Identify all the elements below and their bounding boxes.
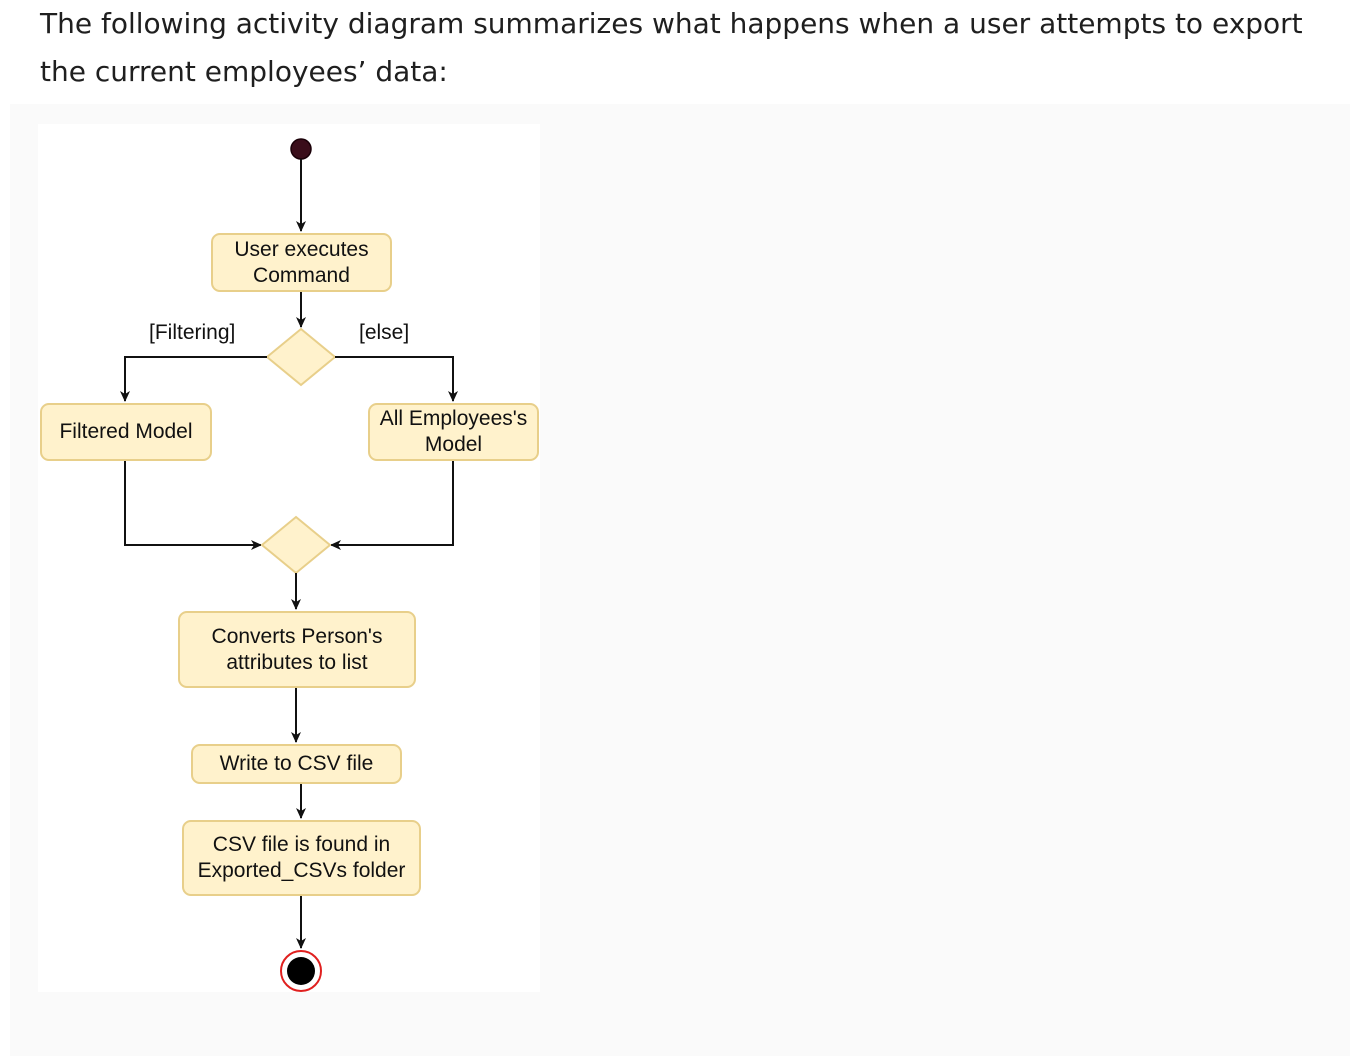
end-node-core — [287, 957, 315, 985]
node-user-executes-command: User executes Command — [211, 233, 392, 292]
merge-node — [260, 515, 332, 575]
start-node — [290, 138, 312, 160]
guard-else: [else] — [359, 321, 410, 344]
guard-filtering: [Filtering] — [149, 321, 236, 344]
node-all-employees-model: All Employees's Model — [368, 403, 539, 461]
node-converts-attributes: Converts Person's attributes to list — [178, 611, 416, 688]
node-filtered-model: Filtered Model — [40, 403, 212, 461]
decision-node — [265, 327, 337, 387]
intro-paragraph: The following activity diagram summarize… — [40, 7, 1303, 88]
edge-decision-to-filtered — [120, 356, 267, 402]
node-write-csv: Write to CSV file — [191, 744, 402, 784]
edge-decision-to-all-employees — [335, 356, 458, 402]
edge-all-employees-to-merge — [330, 461, 454, 550]
node-csv-found: CSV file is found in Exported_CSVs folde… — [182, 820, 421, 896]
activity-diagram: User executes Command [Filtering] [else]… — [38, 124, 540, 992]
diagram-edges — [120, 138, 458, 992]
edge-filtered-to-merge — [124, 461, 262, 550]
